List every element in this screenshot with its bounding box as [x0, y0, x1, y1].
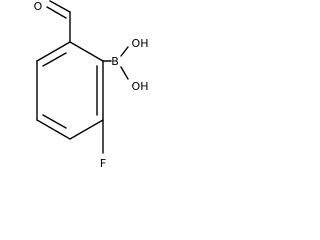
atom-label-boron: B: [111, 55, 119, 68]
ring-double-bond-inner-top-left: [42, 52, 67, 67]
aldehyde-double-bond-outer: [49, 0, 71, 13]
ring-bond-c5-c6: [36, 41, 71, 62]
chemical-structure-diagram: O B OH OH F: [34, 0, 149, 170]
atom-label-fluorine: F: [100, 157, 106, 170]
bond-boron-to-upper-hydroxyl: [120, 46, 129, 57]
aldehyde-group: O: [34, 0, 71, 43]
bond-boron-to-lower-hydroxyl: [120, 66, 129, 80]
benzene-ring: [36, 41, 104, 140]
ring-double-bond-inner-bottom-left: [42, 114, 67, 129]
fluorine-substituent: F: [100, 119, 106, 170]
boronic-acid-group: B OH OH: [102, 37, 149, 93]
ring-bond-c3-c4: [36, 119, 71, 140]
atom-label-lower-hydroxyl: OH: [132, 80, 149, 93]
ring-bond-c2-c3: [69, 119, 104, 140]
aldehyde-double-bond-inner: [46, 6, 67, 19]
atom-label-upper-hydroxyl: OH: [132, 37, 149, 50]
atom-label-carbonyl-oxygen: O: [34, 0, 43, 13]
ring-bond-c6-c1: [69, 41, 104, 62]
